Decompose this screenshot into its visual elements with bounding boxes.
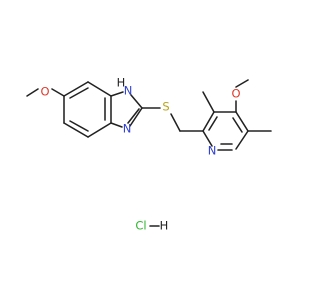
right-oxygen-label: O [231, 87, 240, 101]
benzene-bond-1 [63, 81, 89, 97]
pyridine-nitrogen-label: N [208, 144, 217, 158]
benzene-ring [63, 81, 112, 138]
imidazole-bond-3 [129, 107, 143, 127]
imidazole-nitrogen-label: N [123, 122, 132, 136]
pyridine-double-bond-inner-2 [232, 117, 243, 133]
imidazole-ring: H N N [110, 76, 143, 136]
left-methyl-bond [26, 88, 39, 97]
hydrogen-salt-label: H [160, 219, 169, 233]
pyridine-ring: N [202, 111, 249, 158]
pyridine-substituents: O [202, 79, 272, 132]
benzene-bond-5 [63, 122, 89, 138]
methyl-3-bond [202, 91, 215, 113]
imidazole-double-bond-inner [127, 108, 140, 124]
benzene-double-bond-inner-3 [69, 120, 89, 132]
methoxy-4-methyl-bond [235, 79, 249, 88]
pyridine-double-bond-inner-1 [208, 116, 218, 131]
imidazole-bond-2 [130, 94, 143, 109]
s-ch2-bond [170, 113, 181, 132]
nh-hydrogen-label: H [117, 76, 126, 90]
left-oxygen-label: O [40, 85, 49, 99]
structure-diagram: O H N N [26, 76, 272, 233]
imidazole-bond-1a [110, 91, 124, 97]
chlorine-label: Cl [135, 219, 146, 233]
benzene-bond-4 [87, 122, 112, 138]
pyridine-bond-1 [202, 111, 215, 132]
pyridine-bond-3 [235, 111, 249, 132]
thioether-linker: S [141, 100, 204, 132]
nh-nitrogen-label: N [124, 84, 133, 98]
pyridine-bond-6 [202, 130, 213, 147]
molecule-canvas: O H N N [26, 75, 272, 233]
left-methoxy-bond [51, 88, 65, 97]
benzene-double-bond-inner-1 [69, 87, 89, 99]
left-methoxy-group: O [26, 85, 65, 99]
benzene-bond-2 [87, 81, 112, 97]
imidazole-bond-4 [110, 122, 123, 128]
sulfur-label: S [162, 100, 169, 114]
pyridine-bond-4 [235, 130, 249, 150]
hydrochloride-salt: Cl H [135, 219, 168, 233]
